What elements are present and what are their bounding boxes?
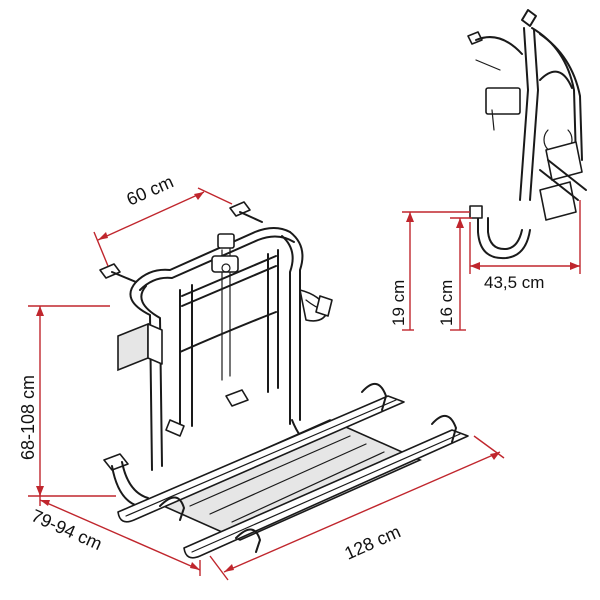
depth-label: 79-94 cm — [28, 505, 105, 554]
bike-carrier-side-view — [467, 9, 587, 260]
side-depth-label: 43,5 cm — [484, 273, 544, 292]
bike-carrier-main-view — [99, 201, 469, 559]
dimension-side-height-19: 19 cm — [389, 211, 470, 331]
dimension-side-depth-43-5: 43,5 cm — [469, 200, 581, 292]
dimension-height-68-108: 68-108 cm — [18, 305, 116, 497]
height-label: 68-108 cm — [18, 375, 38, 460]
width-label: 60 cm — [123, 171, 176, 209]
length-label: 128 cm — [341, 521, 403, 563]
dimension-side-height-16: 16 cm — [437, 217, 472, 331]
side-height-b-label: 16 cm — [437, 280, 456, 326]
side-height-a-label: 19 cm — [389, 280, 408, 326]
